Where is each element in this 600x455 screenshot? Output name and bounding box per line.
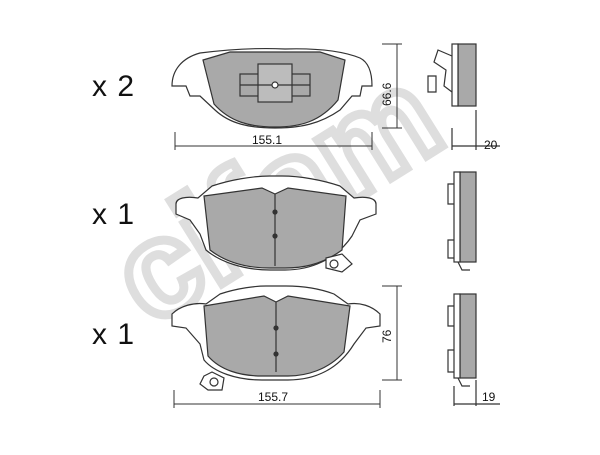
row-3-quantity: x 1 bbox=[92, 318, 136, 351]
pad-1-side bbox=[427, 43, 500, 150]
pad-2-side bbox=[447, 171, 477, 271]
pad-3-side bbox=[447, 293, 500, 406]
row-1-height-label: 66.6 bbox=[380, 82, 394, 106]
row-1-width-label: 155.1 bbox=[252, 133, 283, 147]
pad-1-sensor-dot bbox=[271, 81, 279, 89]
row-3-width-dimension bbox=[173, 390, 381, 408]
row-1-thickness-label: 20 bbox=[484, 138, 498, 152]
pad-2-front bbox=[175, 175, 377, 273]
row-1-quantity: x 2 bbox=[92, 70, 136, 103]
row-1-height-dimension bbox=[382, 43, 402, 129]
row-2-quantity: x 1 bbox=[92, 198, 136, 231]
row-3-thickness-label: 19 bbox=[482, 390, 496, 404]
pad-3-friction bbox=[203, 295, 351, 377]
pad-3-front bbox=[171, 285, 381, 391]
row-3-width-label: 155.7 bbox=[258, 390, 289, 404]
row-3-height-dimension bbox=[382, 285, 402, 381]
row-3-height-label: 76 bbox=[380, 329, 394, 343]
pad-1-front bbox=[171, 47, 373, 129]
row-1-width-dimension bbox=[174, 132, 373, 150]
